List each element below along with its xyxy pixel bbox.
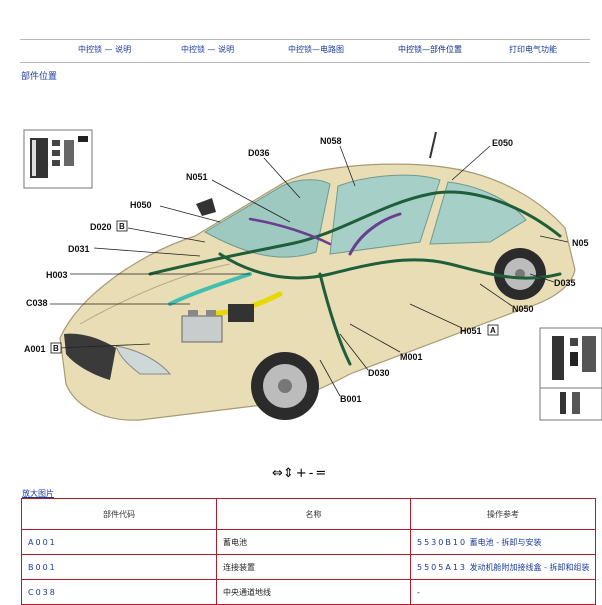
header-name: 名称 (216, 498, 411, 530)
operation-reference-cell: - (410, 579, 596, 605)
label-b001: B001 (340, 394, 362, 404)
label-h051: H051 (460, 326, 482, 336)
label-h003: H003 (46, 270, 68, 280)
label-d020: D020 (90, 222, 112, 232)
enlarge-image-link[interactable]: 放大图片 (22, 489, 54, 498)
badge-d020: B (119, 222, 125, 231)
badge-h051: A (490, 326, 496, 335)
diagram-controls: ⇔⇕ + - = (272, 466, 326, 482)
operation-reference-link[interactable]: 5530B10 蓄电池 - 拆卸与安装 (417, 537, 542, 547)
nav-link-component-location[interactable]: 中控锁—部件位置 (398, 45, 462, 54)
zoom-out-button[interactable]: - (308, 466, 314, 481)
table-row: B001 连接装置 5505A13 发动机舱附加接线盒 - 拆卸和组装 (21, 554, 596, 580)
pan-arrows-icon[interactable]: ⇔⇕ (272, 466, 294, 481)
label-e050: E050 (492, 138, 513, 148)
part-name-cell: 蓄电池 (216, 529, 411, 555)
header-operation-reference: 操作参考 (410, 498, 596, 530)
nav-link-description-1[interactable]: 中控锁 — 说明 (78, 45, 132, 54)
part-name-cell: 中央通道地线 (216, 579, 411, 605)
label-d036: D036 (248, 148, 270, 158)
header-part-code: 部件代码 (21, 498, 217, 530)
label-n058: N058 (320, 136, 342, 146)
operation-reference-cell: 5505A13 发动机舱附加接线盒 - 拆卸和组装 (410, 554, 596, 580)
table-header-row: 部件代码 名称 操作参考 (21, 498, 596, 530)
engine-junction-box (228, 304, 254, 322)
label-d031: D031 (68, 244, 90, 254)
table-row: C038 中央通道地线 - (21, 579, 596, 605)
badge-a001: B (53, 344, 59, 353)
leader-lines (50, 145, 569, 397)
label-h050: H050 (130, 200, 152, 210)
label-n050: N050 (512, 304, 534, 314)
reset-zoom-button[interactable]: = (315, 466, 327, 481)
nav-link-print-electrical-function[interactable]: 打印电气功能 (509, 45, 557, 54)
table-row: A001 蓄电池 5530B10 蓄电池 - 拆卸与安装 (21, 529, 596, 555)
part-code-cell: A001 (21, 529, 217, 555)
label-d035: D035 (554, 278, 576, 288)
label-n05: N05 (572, 238, 589, 248)
nav-link-wiring-diagram[interactable]: 中控锁—电路图 (288, 45, 344, 54)
label-d030: D030 (368, 368, 390, 378)
zoom-in-button[interactable]: + (295, 466, 307, 481)
operation-reference-link[interactable]: 5505A13 发动机舱附加接线盒 - 拆卸和组装 (417, 562, 590, 572)
part-code-cell: C038 (21, 579, 217, 605)
parts-table: 部件代码 名称 操作参考 A001 蓄电池 5530B10 蓄电池 - 拆卸与安… (21, 498, 596, 605)
label-c038: C038 (26, 298, 48, 308)
top-navigation: 中控锁 — 说明 中控锁 — 说明 中控锁—电路图 中控锁—部件位置 打印电气功… (20, 39, 590, 63)
label-m001: M001 (400, 352, 423, 362)
operation-reference-cell: 5530B10 蓄电池 - 拆卸与安装 (410, 529, 596, 555)
wiring-harness (148, 190, 562, 366)
section-title: 部件位置 (21, 72, 58, 82)
part-code-cell: B001 (21, 554, 217, 580)
fuse-box-inset-left (23, 129, 93, 189)
part-name-cell: 连接装置 (216, 554, 411, 580)
relay-box-inset-right (539, 327, 602, 421)
label-a001: A001 (24, 344, 46, 354)
component-location-diagram: D036 N058 E050 N051 H050 D020 B D031 H00… (23, 129, 602, 421)
label-n051: N051 (186, 172, 208, 182)
battery (181, 310, 223, 343)
nav-link-description-2[interactable]: 中控锁 — 说明 (181, 45, 235, 54)
